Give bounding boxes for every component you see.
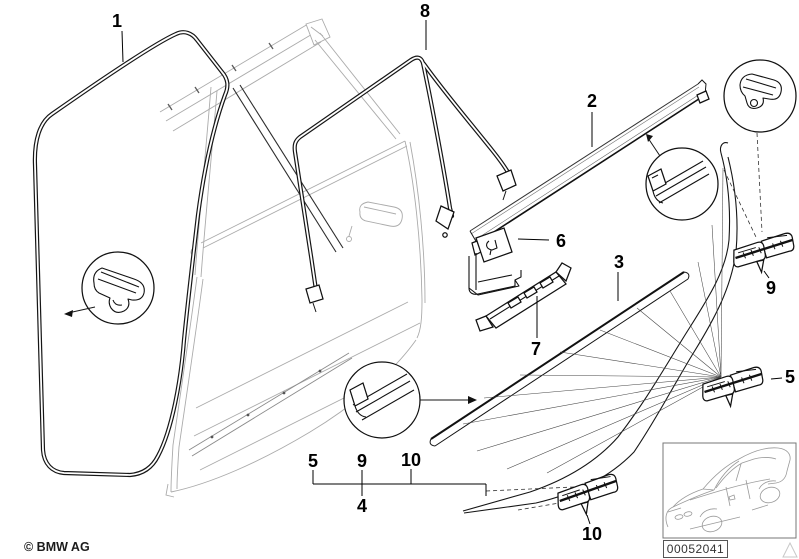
part-1-door-seal [32,30,230,478]
callout-leaders [121,20,783,525]
part-number: 00052041 [666,542,725,556]
part-10-clip [554,472,622,519]
part-8-window-guide [292,55,517,313]
callout-1[interactable]: 1 [111,11,123,31]
part-7-sill-strip [475,262,572,332]
callout-5[interactable]: 5 [784,367,796,387]
callout-7[interactable]: 7 [530,339,542,359]
part-6-channel-cover [468,227,522,296]
clip-position-fan [462,167,724,474]
callout-group-5[interactable]: 5 [307,451,319,471]
door-handle [346,201,403,242]
window-division-bar [232,84,344,253]
mounted-moulding [188,352,353,457]
detail-circle-door-seal [64,251,155,325]
copyright-notice: © BMW AG [24,540,90,554]
callout-3[interactable]: 3 [613,252,625,272]
watermark-triangle-icon [782,541,798,558]
part-9-clip [730,231,797,276]
frame-clip-marks [167,42,274,111]
callout-8[interactable]: 8 [419,1,431,21]
part-3-lower-strip [429,271,690,447]
detail-circle-moulding [343,361,477,439]
part-number-box[interactable]: 00052041 [663,540,728,558]
callout-group-4[interactable]: 4 [356,496,368,516]
callout-10[interactable]: 10 [581,524,603,544]
detail-circle-strip-end [723,59,797,133]
callout-9[interactable]: 9 [765,278,777,298]
callout-group-9[interactable]: 9 [356,451,368,471]
part-2-upper-strip [469,79,710,256]
callout-2[interactable]: 2 [586,91,598,111]
detail-circle-strip-clip [645,134,719,221]
callout-6[interactable]: 6 [555,231,567,251]
callout-group-10[interactable]: 10 [400,450,422,470]
car-thumbnail [662,442,797,539]
